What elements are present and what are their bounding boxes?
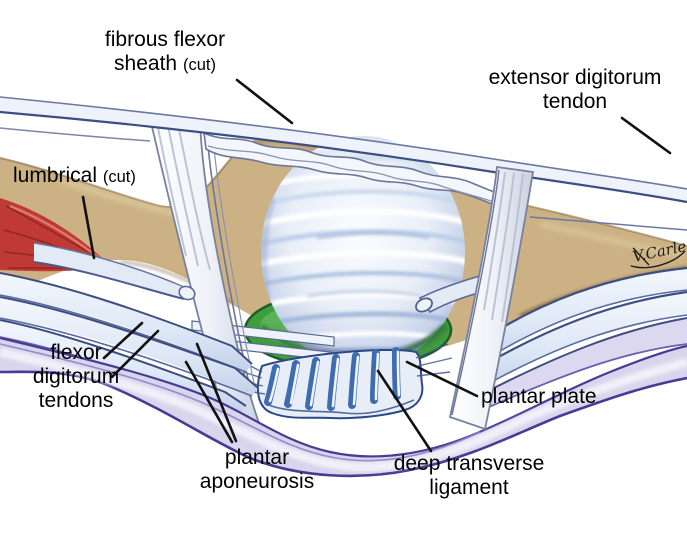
leader-line	[110, 329, 160, 379]
leader-line	[376, 369, 433, 453]
leader-line	[184, 360, 234, 444]
lumbrical-tendon-cut	[33, 242, 196, 301]
leader-line	[235, 78, 294, 125]
leader-line	[405, 360, 479, 398]
label-extensor-digitorum-tendon: extensor digitorum tendon	[488, 66, 662, 113]
sheath-right-band	[448, 165, 535, 431]
leader-line	[102, 321, 144, 360]
label-plantar-aponeurosis: plantar aponeurosis	[199, 446, 315, 493]
label-fibrous-flexor-sheath: fibrous flexor sheath (cut)	[104, 28, 226, 75]
label-plantar-plate: plantar plate	[481, 385, 597, 408]
leader-line	[81, 195, 96, 260]
extensor-tendon-band	[0, 96, 687, 231]
leader-lines	[81, 78, 672, 453]
label-lumbrical: lumbrical (cut)	[13, 164, 136, 187]
leader-line	[620, 116, 672, 155]
label-flexor-digitorum-tendons: flexor digitorum tendons	[32, 341, 120, 412]
leader-line	[195, 342, 238, 443]
label-deep-transverse-ligament: deep transverse ligament	[393, 452, 545, 499]
plantar-aponeurosis-band	[0, 336, 687, 478]
